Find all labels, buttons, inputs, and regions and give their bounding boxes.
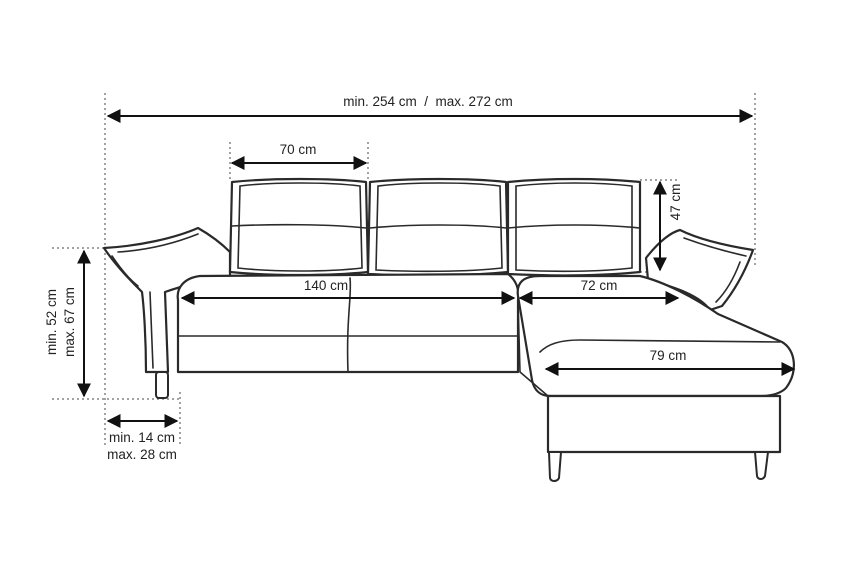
chaise-length-label: 79 cm [650,348,687,363]
total-width-label: min. 254 cm / max. 272 cm [343,94,513,109]
height-min-label: min. 52 cm [44,289,59,355]
seat-width-label: 70 cm [280,142,317,157]
chaise-leg-left [547,451,563,482]
left-leg [155,371,169,399]
height-max-label: max. 67 cm [62,287,77,357]
back-height-label: 47 cm [668,184,683,221]
dimension-arrows [77,109,796,428]
chaise-width-label: 72 cm [581,278,618,293]
dimension-labels: min. 254 cm / max. 272 cm 70 cm 47 cm 14… [44,94,686,462]
armrest-min-label: min. 14 cm [109,430,175,445]
seat-depth-label: 140 cm [304,278,348,293]
chaise-leg-right [753,451,770,480]
chaise [516,274,795,454]
armrest-max-label: max. 28 cm [107,447,177,462]
right-armrest [644,228,755,312]
backrest [228,177,642,277]
